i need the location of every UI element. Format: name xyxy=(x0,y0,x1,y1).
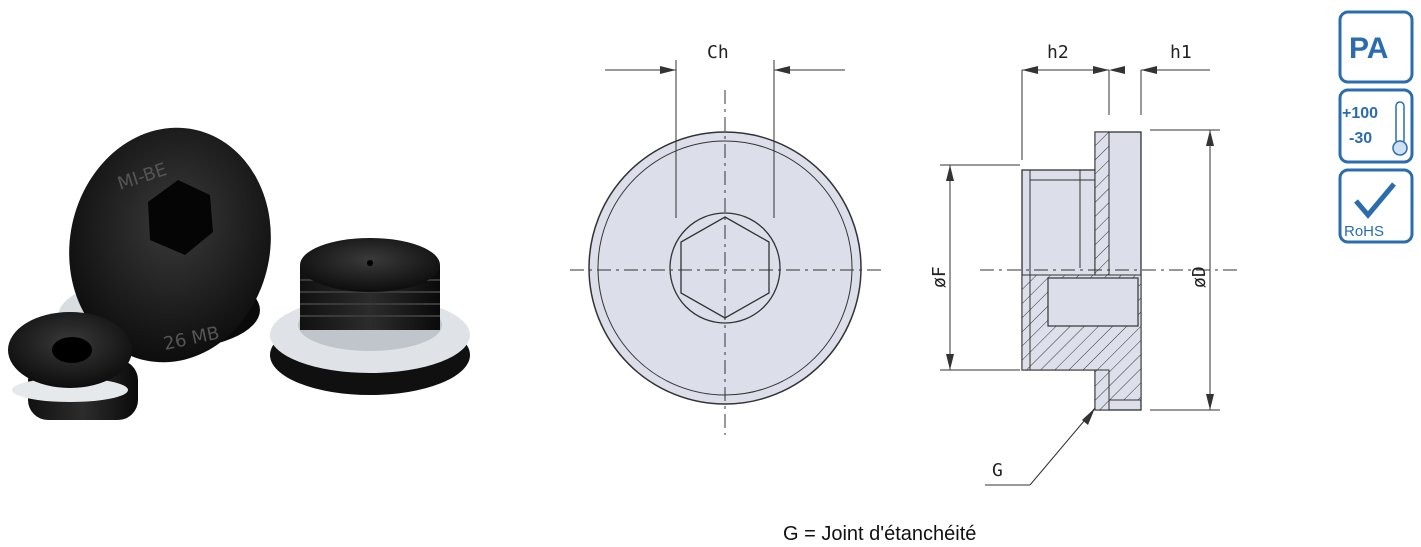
drawing-caption: G = Joint d'étanchéité xyxy=(783,523,977,545)
front-view: Ch xyxy=(570,42,882,435)
product-photo: MI-BE 26 MB xyxy=(8,127,470,420)
material-label: PA xyxy=(1349,32,1388,65)
rohs-label: RoHS xyxy=(1344,223,1384,240)
section-view: h2 h1 øF øD G xyxy=(929,42,1240,486)
dimension-h2: h2 xyxy=(1047,42,1069,63)
property-badges: PA +100 -30 RoHS xyxy=(1338,10,1414,244)
dimension-h1: h1 xyxy=(1170,42,1192,63)
temp-min: -30 xyxy=(1349,130,1372,147)
checkmark-icon xyxy=(1354,182,1396,219)
material-badge: PA xyxy=(1338,10,1414,84)
dimension-d: øD xyxy=(1189,266,1210,288)
temp-max: +100 xyxy=(1342,105,1378,122)
thermometer-icon xyxy=(1395,101,1405,145)
rohs-badge: RoHS xyxy=(1338,168,1414,244)
dimension-ch: Ch xyxy=(707,42,729,63)
small-plug xyxy=(8,312,138,420)
dimension-f: øF xyxy=(929,266,950,288)
technical-drawing: Ch h2 h1 øF øD xyxy=(570,42,1240,486)
threaded-plug xyxy=(270,238,470,395)
label-g: G xyxy=(992,460,1003,481)
temperature-badge: +100 -30 xyxy=(1338,88,1414,164)
